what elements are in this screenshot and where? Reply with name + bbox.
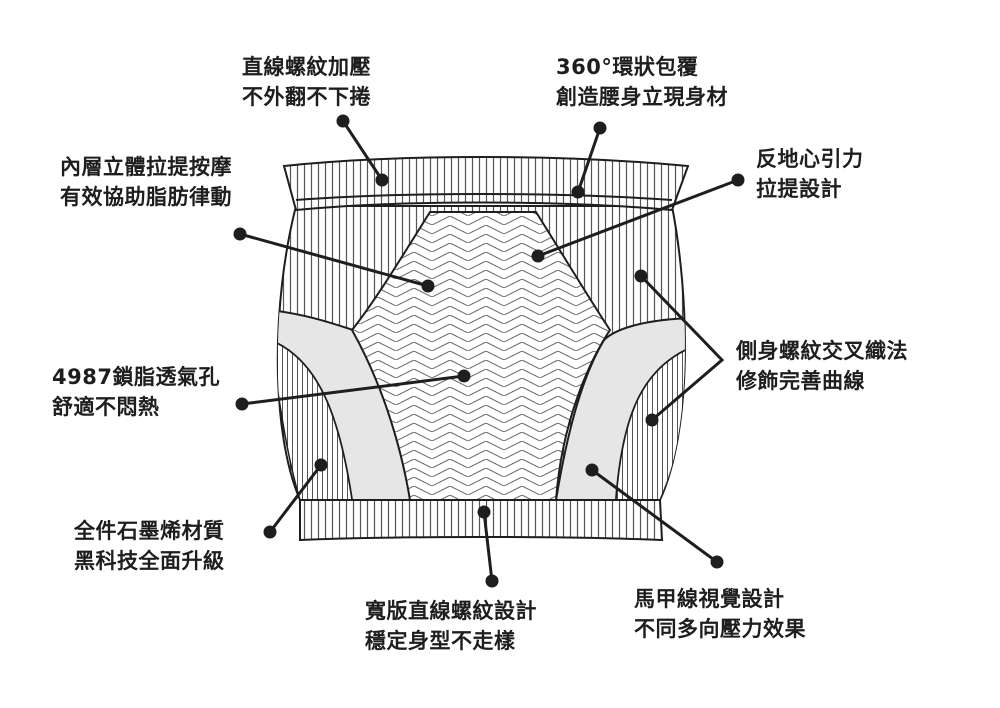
callout-wide-band: 寬版直線螺紋設計 穩定身型不走樣 [365,596,537,656]
callout-inner-massage: 內層立體拉提按摩 有效協助脂肪律動 [60,152,232,212]
callout-line: 不同多向壓力效果 [634,617,806,641]
callout-line: 寬版直線螺紋設計 [365,599,537,623]
leg-band [299,499,664,542]
callout-top-left: 直線螺紋加壓 不外翻不下捲 [242,52,371,112]
callout-line: 側身螺紋交叉織法 [736,339,908,363]
leader-lines [233,114,745,588]
callout-side-weave: 側身螺紋交叉織法 修飾完善曲線 [736,336,908,396]
callout-line: 反地心引力 [756,147,864,171]
callout-line: 修飾完善曲線 [736,369,865,393]
callout-line: 創造腰身立現身材 [556,85,728,109]
callout-line: 黑科技全面升級 [74,549,225,573]
callout-line: 穩定身型不走樣 [365,629,516,653]
callout-top-right: 360°環狀包覆 創造腰身立現身材 [556,52,728,112]
callout-line: 內層立體拉提按摩 [60,155,232,179]
callout-breathable: 4987鎖脂透氣孔 舒適不悶熱 [52,362,220,422]
callout-line: 有效協助脂肪律動 [60,185,232,209]
callout-line: 舒適不悶熱 [52,395,160,419]
callout-line: 直線螺紋加壓 [242,55,371,79]
callout-line: 馬甲線視覺設計 [634,587,785,611]
waistband [282,156,690,212]
callout-line: 全件石墨烯材質 [74,519,225,543]
callout-vest-line: 馬甲線視覺設計 不同多向壓力效果 [634,584,806,644]
callout-line: 4987鎖脂透氣孔 [52,365,220,389]
callout-graphene: 全件石墨烯材質 黑科技全面升級 [74,516,225,576]
callout-anti-gravity: 反地心引力 拉提設計 [756,144,864,204]
callout-line: 拉提設計 [756,177,842,201]
callout-line: 不外翻不下捲 [242,85,371,109]
callout-line: 360°環狀包覆 [556,55,699,79]
